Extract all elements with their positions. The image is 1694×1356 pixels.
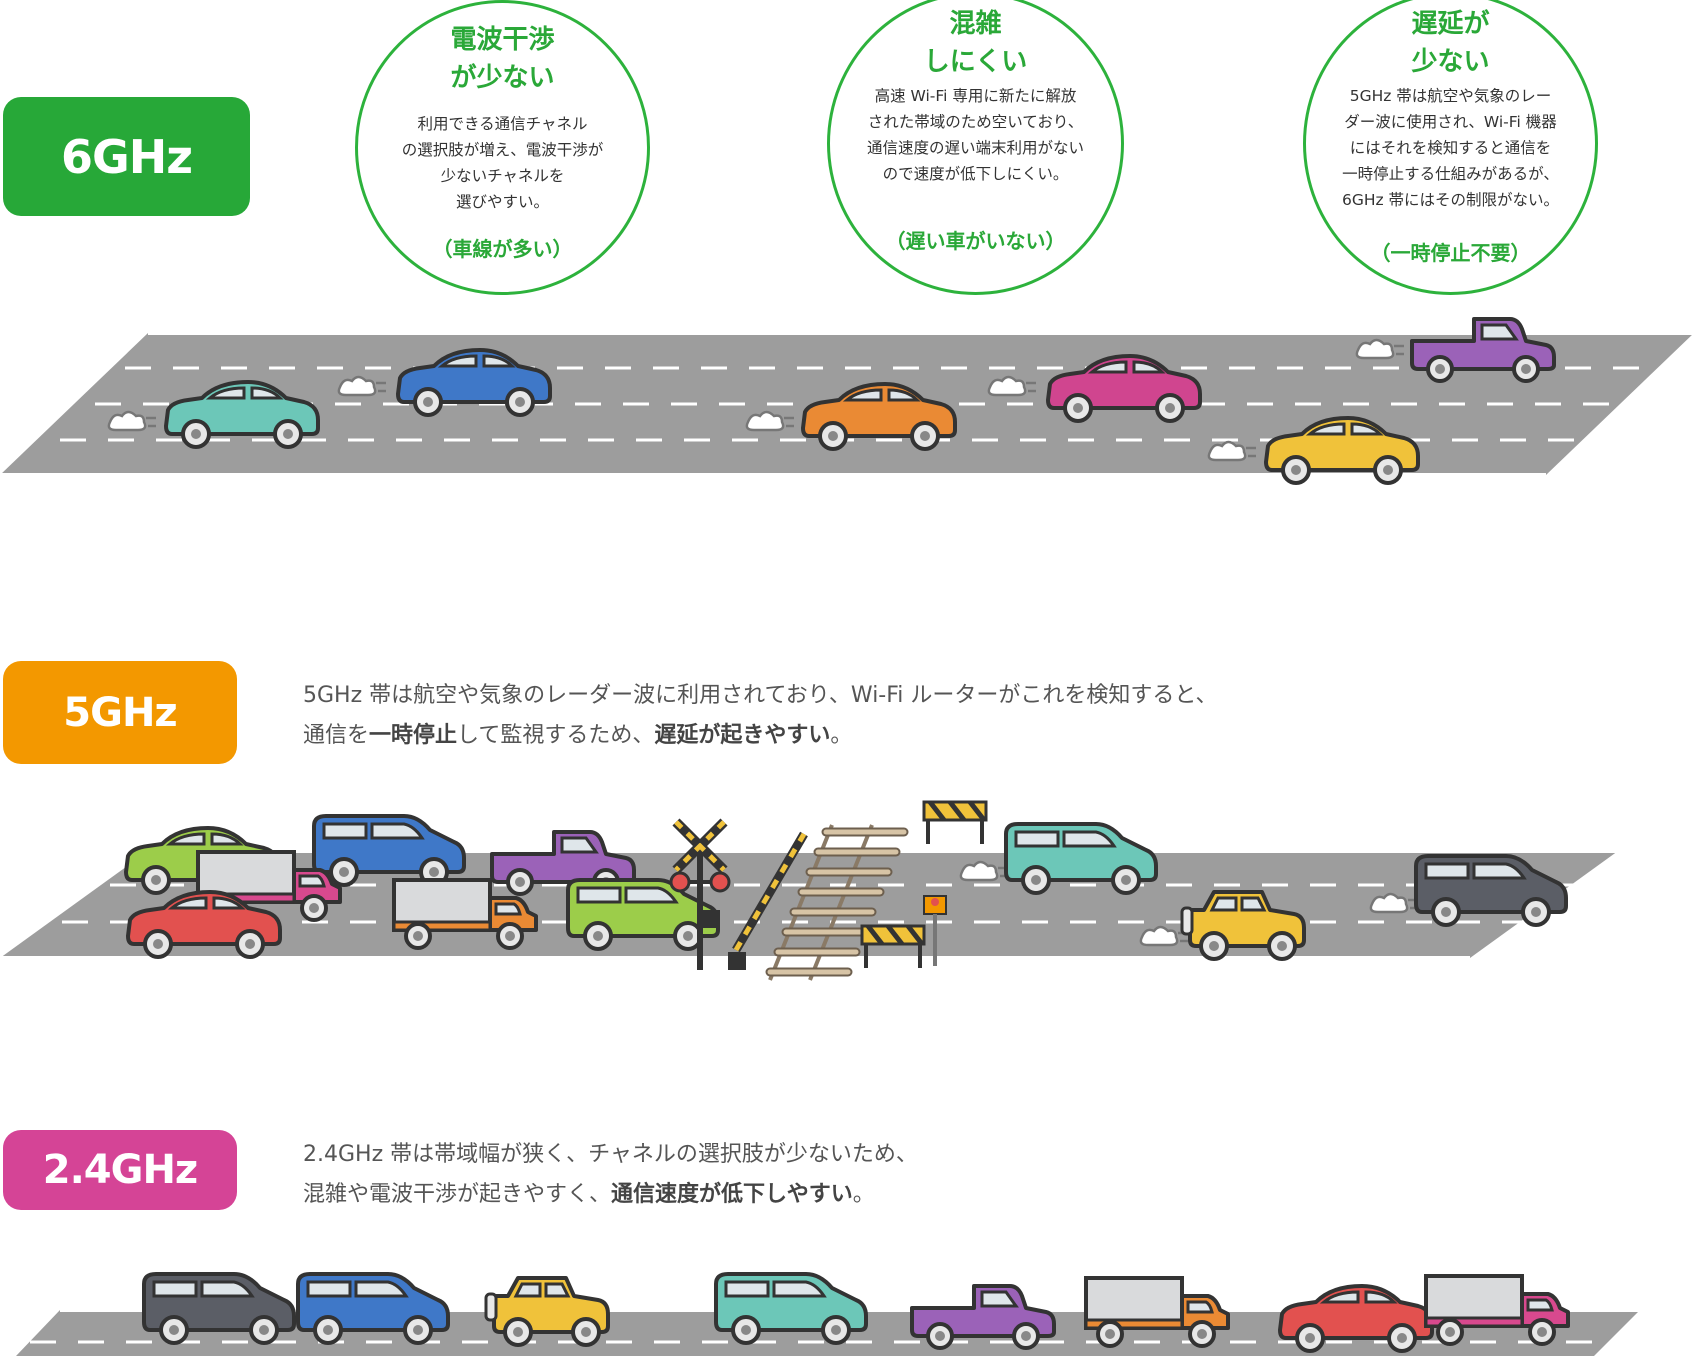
- description-line: 2.4GHz 帯は帯域幅が狭く、チャネルの選択肢が少ないため、: [303, 1142, 918, 1167]
- band-label-6ghz: 6GHz: [3, 97, 250, 216]
- benefit-bubble-congestion: 混雑 しにくい 高速 Wi-Fi 専用に新たに解放 された帯域のため空いており、…: [827, 0, 1124, 295]
- band-label-5ghz: 5GHz: [3, 661, 237, 764]
- band-label-24ghz: 2.4GHz: [3, 1130, 237, 1210]
- description-line: 混雑や電波干渉が起きやすく、通信速度が低下しやすい。: [303, 1182, 875, 1207]
- bubble-note: （遅い車がいない）: [885, 229, 1066, 253]
- railway-track: [765, 824, 909, 981]
- description-5ghz: 5GHz 帯は航空や気象のレーダー波に利用されており、Wi-Fi ルーターがこれ…: [303, 676, 1503, 756]
- bubble-note: （一時停止不要）: [1370, 241, 1531, 265]
- bubble-body: 5GHz 帯は航空や気象のレー ダー波に使用され、Wi-Fi 機器 にはそれを検…: [1341, 87, 1560, 209]
- railroad-crossing: [669, 818, 808, 970]
- description-line: 通信を一時停止して監視するため、遅延が起きやすい。: [303, 723, 853, 748]
- bubble-title: 混雑 しにくい: [923, 9, 1028, 77]
- description-24ghz: 2.4GHz 帯は帯域幅が狭く、チャネルの選択肢が少ないため、 混雑や電波干渉が…: [303, 1135, 1503, 1215]
- bubble-title: 遅延が 少ない: [1411, 9, 1490, 77]
- bubble-body: 高速 Wi-Fi 専用に新たに解放 された帯域のため空いており、 通信速度の遅い…: [866, 87, 1084, 183]
- benefit-bubble-interference: 電波干渉 が少ない 利用できる通信チャネル の選択肢が増え、電波干渉が 少ないチ…: [355, 0, 650, 295]
- bubble-title: 電波干渉 が少ない: [450, 25, 555, 93]
- bubble-body: 利用できる通信チャネル の選択肢が増え、電波干渉が 少ないチャネルを 選びやすい…: [401, 115, 604, 211]
- bubble-note: （車線が多い）: [432, 237, 573, 261]
- barricades: [860, 800, 988, 968]
- description-line: 5GHz 帯は航空や気象のレーダー波に利用されており、Wi-Fi ルーターがこれ…: [303, 683, 1218, 708]
- benefit-bubble-latency: 遅延が 少ない 5GHz 帯は航空や気象のレー ダー波に使用され、Wi-Fi 機…: [1303, 0, 1598, 295]
- traffic-jam-5ghz: [124, 814, 720, 959]
